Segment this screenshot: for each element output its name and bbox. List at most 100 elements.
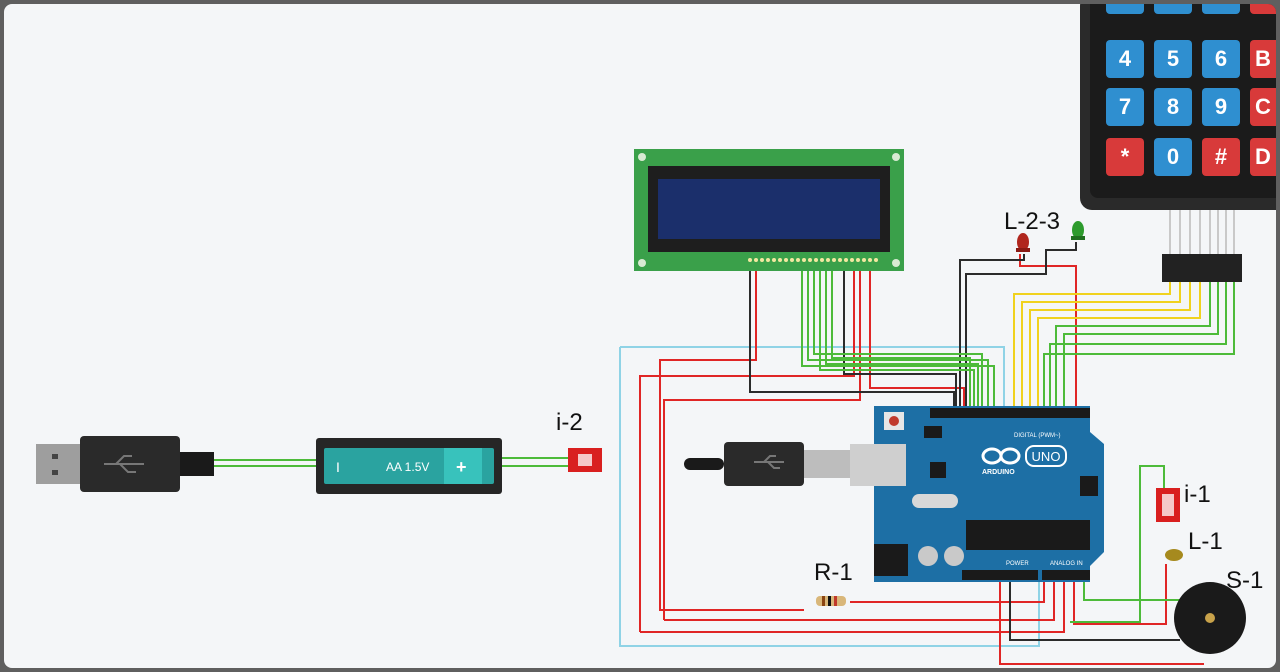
lcd-hole — [892, 259, 900, 267]
wire-green[interactable] — [1070, 465, 1165, 623]
wire-green[interactable] — [214, 459, 316, 467]
key-5[interactable] — [1154, 40, 1192, 78]
usb-a-cable[interactable] — [36, 436, 214, 492]
lcd-display[interactable] — [634, 149, 904, 271]
wire-red[interactable] — [659, 268, 804, 611]
wire-black[interactable] — [959, 254, 1025, 414]
key-d[interactable] — [1250, 138, 1276, 176]
arduino-usb-cable[interactable] — [684, 442, 850, 486]
switch-top-label: i-1 — [1184, 481, 1211, 508]
wire-green[interactable] — [819, 268, 975, 414]
buzzer[interactable]: S-1 — [1174, 567, 1263, 654]
led-single-label: L-1 — [1188, 528, 1223, 555]
wire-green[interactable] — [831, 268, 971, 414]
key-b[interactable] — [1250, 40, 1276, 78]
reset-button-cap[interactable] — [889, 416, 899, 426]
led-single[interactable]: L-1 — [1165, 528, 1223, 561]
wire-black[interactable] — [843, 268, 957, 414]
resistor-band — [822, 596, 825, 606]
key-7[interactable] — [1106, 88, 1144, 126]
wire-green[interactable] — [813, 268, 983, 414]
key-9[interactable] — [1202, 88, 1240, 126]
keypad-connector[interactable] — [1162, 254, 1242, 282]
usb-a-slot — [52, 454, 58, 459]
analog-header[interactable] — [1042, 570, 1090, 580]
switch-left-label: i-2 — [556, 409, 583, 436]
lcd-screen — [658, 179, 880, 239]
wire-red[interactable] — [869, 268, 965, 414]
crystal — [912, 494, 958, 508]
wire-red[interactable] — [639, 268, 855, 632]
circuit-canvas[interactable]: 4 5 6 B 7 8 9 C * 0 # D — [4, 4, 1276, 668]
led-green-base — [1071, 236, 1085, 240]
arduino-pcb — [874, 406, 1104, 582]
wire-black[interactable] — [749, 268, 955, 414]
key-label: * — [1121, 144, 1130, 169]
wire-green[interactable] — [1043, 282, 1235, 414]
battery-holder[interactable]: I AA 1.5V + — [316, 438, 502, 494]
led-red-base — [1016, 248, 1030, 252]
key-partial[interactable] — [1106, 4, 1144, 14]
wire-red[interactable] — [664, 579, 1055, 621]
wire-red[interactable] — [850, 579, 1045, 603]
led-yellow[interactable] — [1165, 549, 1183, 561]
led-red[interactable] — [1017, 233, 1029, 251]
arduino-logo-icon — [999, 447, 1021, 465]
wire-green[interactable] — [1049, 282, 1227, 414]
key-partial[interactable] — [1202, 4, 1240, 14]
digital-label: DIGITAL (PWM~) — [1014, 433, 1061, 439]
key-0[interactable] — [1154, 138, 1192, 176]
led-group[interactable]: L-2-3 — [1004, 208, 1085, 252]
led-green[interactable] — [1072, 221, 1084, 239]
key-partial[interactable] — [1250, 4, 1276, 14]
wire-red[interactable] — [640, 579, 1065, 633]
lcd-hole — [638, 259, 646, 267]
arduino-board[interactable]: ARDUINO UNO DIGITAL (PWM~) POWER ANALOG … — [850, 406, 1104, 582]
key-star[interactable] — [1106, 138, 1144, 176]
wire-green[interactable] — [502, 457, 568, 467]
small-chip — [930, 462, 946, 478]
key-partial[interactable] — [1154, 4, 1192, 14]
usb-icon — [754, 455, 784, 469]
wire-black[interactable] — [965, 242, 1077, 414]
battery-label: AA 1.5V — [386, 460, 429, 474]
usb-icon — [104, 455, 144, 473]
wire-yellow[interactable] — [1029, 282, 1191, 414]
wire-green[interactable] — [1063, 282, 1219, 414]
wire-green[interactable] — [1055, 282, 1211, 414]
key-label: 9 — [1215, 94, 1227, 119]
switch-left[interactable]: i-2 — [556, 409, 602, 472]
battery-plus: + — [456, 457, 467, 477]
wire-red[interactable] — [663, 268, 861, 620]
wire-yellow[interactable] — [1037, 282, 1201, 414]
wire-green[interactable] — [801, 268, 995, 414]
key-label: 4 — [1119, 46, 1132, 71]
usb-b-port[interactable] — [850, 444, 906, 486]
resistor-band — [828, 596, 831, 606]
wire-red[interactable] — [999, 579, 1204, 665]
uno-badge — [1025, 445, 1067, 467]
keypad[interactable]: 4 5 6 B 7 8 9 C * 0 # D — [1080, 4, 1276, 282]
key-hash[interactable] — [1202, 138, 1240, 176]
key-c[interactable] — [1250, 88, 1276, 126]
wire-yellow[interactable] — [1013, 282, 1171, 414]
digital-header[interactable] — [930, 408, 1090, 418]
wire-green[interactable] — [825, 268, 979, 414]
wire-green[interactable] — [807, 268, 989, 414]
key-label: B — [1255, 46, 1271, 71]
power-jack[interactable] — [874, 544, 908, 576]
wire-yellow[interactable] — [1021, 282, 1181, 414]
usb-b-plug — [804, 450, 850, 478]
switch-top[interactable]: i-1 — [1156, 481, 1211, 522]
wire-green[interactable] — [1083, 579, 1180, 601]
wire-black[interactable] — [1009, 579, 1180, 641]
resistor[interactable]: R-1 — [814, 559, 853, 606]
key-4[interactable] — [1106, 40, 1144, 78]
icsp-header — [1080, 476, 1098, 496]
key-label: 7 — [1119, 94, 1131, 119]
key-6[interactable] — [1202, 40, 1240, 78]
wire-red[interactable] — [1073, 564, 1167, 625]
power-header[interactable] — [962, 570, 1038, 580]
key-8[interactable] — [1154, 88, 1192, 126]
wire-cyan[interactable] — [619, 346, 1040, 647]
